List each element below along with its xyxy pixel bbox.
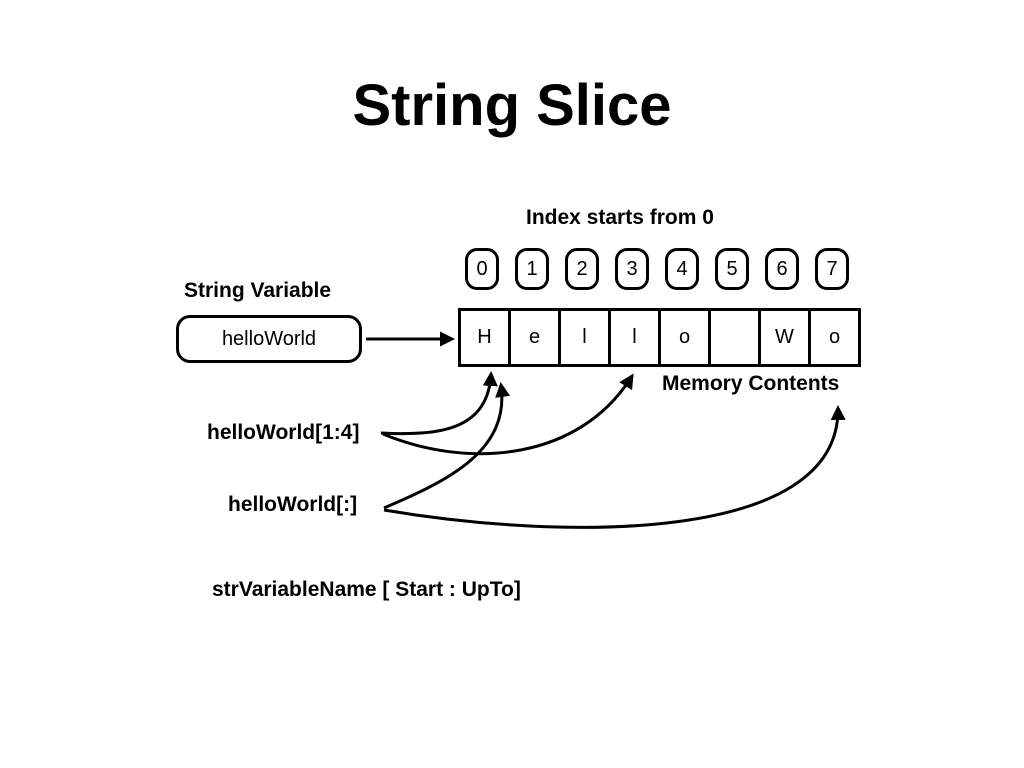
slice-example-1: helloWorld[1:4] bbox=[207, 421, 360, 444]
index-caption: Index starts from 0 bbox=[526, 206, 714, 229]
index-label: 5 bbox=[726, 257, 738, 280]
memory-cell: l bbox=[561, 311, 611, 364]
memory-caption: Memory Contents bbox=[662, 372, 840, 395]
memory-cell: H bbox=[461, 311, 511, 364]
variable-name: helloWorld bbox=[221, 327, 317, 350]
memory-cell: o bbox=[661, 311, 711, 364]
index-box: 7 bbox=[815, 248, 849, 290]
memory-cell: l bbox=[611, 311, 661, 364]
index-label: 0 bbox=[476, 257, 488, 280]
slice1-arrow-start bbox=[380, 371, 498, 436]
index-box: 4 bbox=[665, 248, 699, 290]
index-box: 0 bbox=[465, 248, 499, 290]
slice2-arrow-end bbox=[383, 405, 846, 529]
index-box: 1 bbox=[515, 248, 549, 290]
slice1-arrow-end bbox=[382, 373, 634, 456]
memory-cells: H e l l o W o bbox=[458, 308, 861, 367]
index-label: 1 bbox=[526, 257, 538, 280]
index-box: 5 bbox=[715, 248, 749, 290]
string-variable-box: helloWorld bbox=[176, 315, 362, 363]
index-label: 7 bbox=[826, 257, 838, 280]
syntax-caption: strVariableName [ Start : UpTo] bbox=[212, 578, 521, 601]
slice2-arrow-start bbox=[383, 382, 511, 510]
index-box: 3 bbox=[615, 248, 649, 290]
slice-example-2: helloWorld[:] bbox=[228, 493, 358, 516]
memory-cell: o bbox=[828, 326, 841, 348]
slide-title: String Slice bbox=[352, 73, 672, 138]
memory-cell bbox=[711, 311, 761, 364]
index-box: 6 bbox=[765, 248, 799, 290]
index-box: 2 bbox=[565, 248, 599, 290]
variable-caption: String Variable bbox=[184, 279, 332, 302]
index-label: 4 bbox=[676, 257, 688, 280]
index-label: 6 bbox=[776, 257, 788, 280]
index-label: 3 bbox=[626, 257, 638, 280]
memory-cell: W bbox=[761, 311, 811, 364]
index-label: 2 bbox=[576, 257, 588, 280]
memory-cell: e bbox=[511, 311, 561, 364]
